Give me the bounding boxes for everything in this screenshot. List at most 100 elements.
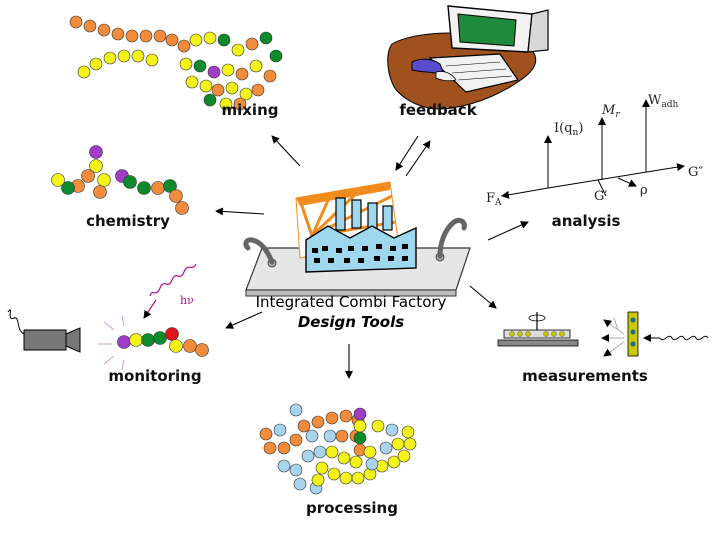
bead <box>403 437 417 451</box>
bead <box>353 407 367 421</box>
flow-arrows <box>215 135 529 379</box>
bead <box>327 467 341 481</box>
arrow-to-monitoring <box>225 311 263 329</box>
bead <box>391 437 405 451</box>
bead <box>273 423 287 437</box>
bead <box>207 65 221 79</box>
bead <box>203 31 217 45</box>
bead <box>235 67 249 81</box>
bead <box>293 477 307 491</box>
bead <box>195 343 209 357</box>
bead <box>125 29 139 43</box>
axis-molecular-weight-label: Mr <box>601 103 620 120</box>
emission-rays <box>98 315 125 371</box>
bead <box>137 181 151 195</box>
bead <box>185 75 199 89</box>
analysis-axes <box>501 99 685 199</box>
bead <box>151 181 165 195</box>
bead <box>123 175 137 189</box>
axis-adhesion-label: Wadh <box>648 93 679 110</box>
bead <box>183 339 197 353</box>
bead <box>337 451 351 465</box>
factory-illustration <box>243 181 471 297</box>
bead <box>351 471 365 485</box>
axis-loss-modulus-label: G″ <box>688 165 703 180</box>
bead <box>97 173 111 187</box>
bead <box>219 97 233 111</box>
bead <box>289 433 303 447</box>
chemistry-beads <box>51 145 189 215</box>
bead <box>233 97 247 111</box>
arrow-to-chemistry <box>215 207 265 216</box>
bead <box>51 173 65 187</box>
bead <box>245 37 259 51</box>
bead <box>77 65 91 79</box>
bead <box>365 457 379 471</box>
arrow-to-feedback <box>405 140 431 177</box>
computer-illustration <box>387 5 549 110</box>
bead <box>163 179 177 193</box>
arrow-from-feedback <box>395 135 419 171</box>
feedback-label: feedback <box>399 101 477 119</box>
analysis-label: analysis <box>552 212 621 230</box>
mixing-beads <box>69 15 283 111</box>
bead <box>277 459 291 473</box>
bead <box>387 455 401 469</box>
bead <box>165 327 179 341</box>
bead <box>297 419 311 433</box>
arrow-to-mixing <box>271 135 301 167</box>
bead <box>103 51 117 65</box>
bead <box>153 331 167 345</box>
bead <box>177 39 191 53</box>
bead <box>203 93 217 107</box>
bead <box>131 49 145 63</box>
mixing-label: mixing <box>221 101 278 119</box>
arrow-to-analysis <box>487 221 529 241</box>
bead <box>259 427 273 441</box>
axis-storage-modulus-label: G′ <box>594 189 607 204</box>
bead <box>335 429 349 443</box>
center-title: Integrated Combi Factory <box>256 293 447 311</box>
center-subtitle: Design Tools <box>298 313 404 331</box>
bead <box>93 185 107 199</box>
photon-annotation: hν <box>180 294 194 307</box>
bead <box>353 431 367 445</box>
bead <box>339 409 353 423</box>
processing-label: processing <box>306 499 398 517</box>
monitoring-beads <box>117 327 209 357</box>
bead <box>371 419 385 433</box>
bead <box>311 415 325 429</box>
bead <box>139 29 153 43</box>
bead <box>277 441 291 455</box>
axis-intensity-label: I(qn) <box>554 121 583 138</box>
processing-beads <box>259 403 417 495</box>
bead <box>165 33 179 47</box>
scattering-icon <box>601 311 709 357</box>
bead <box>379 441 393 455</box>
bead <box>89 159 103 173</box>
bead <box>141 333 155 347</box>
bead <box>263 69 277 83</box>
bead <box>61 181 75 195</box>
bead <box>323 429 337 443</box>
monitoring-label: monitoring <box>108 367 201 385</box>
bead <box>249 59 263 73</box>
bead <box>81 169 95 183</box>
arrow-to-measurements <box>469 285 497 309</box>
bead <box>145 53 159 67</box>
bead <box>305 429 319 443</box>
bead <box>83 19 97 33</box>
measurements-label: measurements <box>522 367 648 385</box>
bead <box>289 463 303 477</box>
bead <box>199 79 213 93</box>
bead <box>89 145 103 159</box>
light-wave-icon <box>143 263 197 319</box>
bead <box>69 15 83 29</box>
bead <box>315 461 329 475</box>
bead <box>111 27 125 41</box>
bead <box>169 339 183 353</box>
bead <box>193 59 207 73</box>
bead <box>117 49 131 63</box>
bead <box>89 57 103 71</box>
